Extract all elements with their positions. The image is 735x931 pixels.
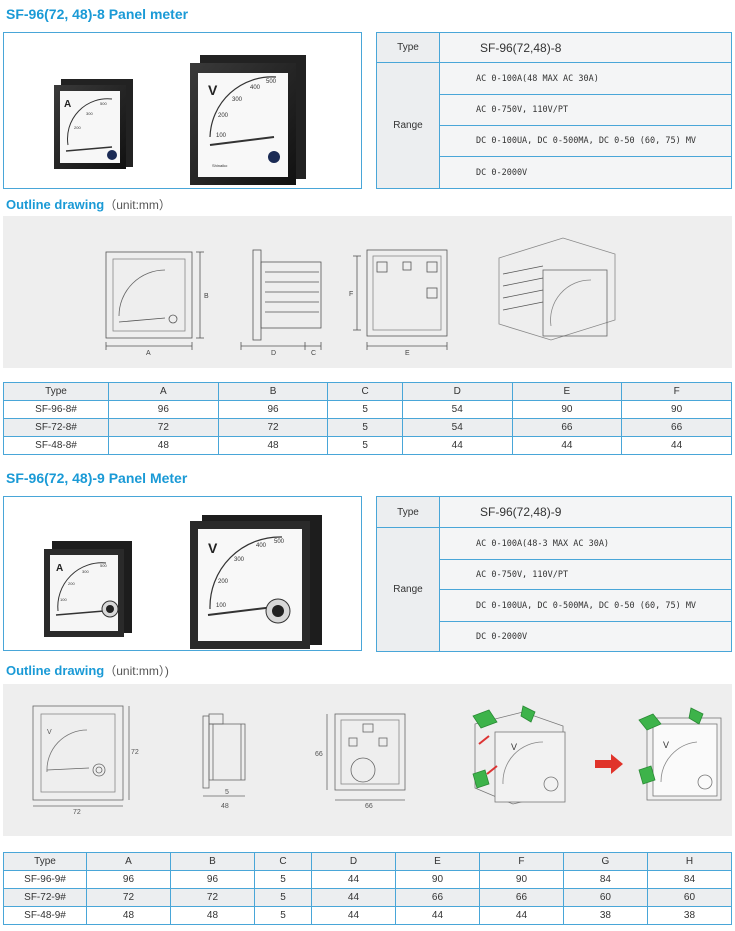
svg-text:66: 66: [315, 751, 323, 758]
meter-letter: V: [208, 82, 218, 98]
outline-drawing-9: V 72 72 5 48 66 66 V: [3, 684, 732, 836]
technical-drawing: A B D C E F: [105, 237, 616, 357]
outline-heading-8: Outline drawing（unit:mm）: [6, 197, 171, 212]
product-photo-9: A 100 200 300 500 V 100 200 300 400 500: [3, 496, 362, 651]
brand-text: Shinaiko: [212, 163, 228, 168]
svg-text:F: F: [349, 291, 353, 298]
spec-table-8: Type SF-96(72,48)-8 Range AC 0-100A(48 M…: [376, 32, 732, 189]
range-item: AC 0-100A(48 MAX AC 30A): [439, 62, 732, 95]
svg-text:5: 5: [225, 789, 229, 796]
svg-text:72: 72: [131, 749, 139, 756]
svg-text:400: 400: [250, 85, 261, 91]
svg-text:B: B: [204, 293, 209, 300]
svg-text:100: 100: [216, 133, 227, 139]
svg-text:300: 300: [234, 557, 245, 563]
technical-drawing: V 72 72 5 48 66 66 V: [32, 705, 722, 816]
section-title-9: SF-96(72, 48)-9 Panel Meter: [6, 470, 188, 486]
arrow-icon: [595, 754, 623, 774]
range-item: AC 0-100A(48-3 MAX AC 30A): [439, 527, 732, 560]
type-label: Type: [376, 32, 440, 63]
range-label: Range: [376, 62, 440, 189]
range-label: Range: [376, 527, 440, 652]
svg-text:66: 66: [365, 803, 373, 810]
table-header-row: Type A B C D E F G H: [3, 852, 733, 871]
svg-text:E: E: [405, 350, 410, 357]
table-header-row: Type A B C D E F: [3, 382, 732, 401]
svg-text:200: 200: [218, 579, 229, 585]
svg-text:72: 72: [73, 809, 81, 816]
dim-label: A: [146, 350, 151, 357]
large-voltmeter: V 100 200 300 400 500: [190, 515, 322, 649]
panel-meter-photo: A 200 300 500 V 100 200 300 400 500 Shin…: [54, 55, 306, 185]
type-value: SF-96(72,48)-9: [439, 496, 732, 528]
spec-table-9: Type SF-96(72,48)-9 Range AC 0-100A(48-3…: [376, 496, 732, 652]
svg-text:200: 200: [68, 581, 75, 586]
svg-text:V: V: [663, 740, 669, 750]
svg-text:500: 500: [266, 79, 277, 85]
range-item: DC 0-2000V: [439, 621, 732, 652]
small-ammeter: A 200 300 500: [54, 79, 133, 169]
range-item: AC 0-750V, 110V/PT: [439, 94, 732, 126]
outline-drawing-8: A B D C E F: [3, 216, 732, 368]
svg-text:500: 500: [274, 539, 285, 545]
svg-text:V: V: [511, 742, 517, 752]
svg-text:D: D: [271, 350, 276, 357]
svg-text:200: 200: [74, 125, 81, 130]
svg-text:100: 100: [60, 597, 67, 602]
range-item: DC 0-2000V: [439, 156, 732, 189]
svg-text:100: 100: [216, 603, 227, 609]
range-item: DC 0-100UA, DC 0-500MA, DC 0-50 (60, 75)…: [439, 125, 732, 157]
svg-text:300: 300: [232, 97, 243, 103]
section-title-8: SF-96(72, 48)-8 Panel meter: [6, 6, 189, 22]
range-item: DC 0-100UA, DC 0-500MA, DC 0-50 (60, 75)…: [439, 589, 732, 622]
svg-text:V: V: [47, 729, 52, 736]
svg-text:500: 500: [100, 101, 107, 106]
meter-letter: A: [64, 99, 71, 110]
type-value: SF-96(72,48)-8: [439, 32, 732, 63]
large-voltmeter: V 100 200 300 400 500 Shinaiko: [190, 55, 306, 185]
product-photo-8: A 200 300 500 V 100 200 300 400 500 Shin…: [3, 32, 362, 189]
range-item: AC 0-750V, 110V/PT: [439, 559, 732, 590]
svg-text:400: 400: [256, 543, 267, 549]
svg-text:500: 500: [100, 563, 107, 568]
svg-text:300: 300: [82, 569, 89, 574]
svg-text:48: 48: [221, 803, 229, 810]
outline-heading-9: Outline drawing（unit:mm）): [6, 663, 169, 678]
svg-text:200: 200: [218, 113, 229, 119]
svg-text:A: A: [56, 563, 63, 574]
type-label: Type: [376, 496, 440, 528]
small-ammeter: A 100 200 300 500: [44, 541, 132, 637]
svg-text:C: C: [311, 350, 316, 357]
svg-text:300: 300: [86, 111, 93, 116]
svg-text:V: V: [208, 540, 218, 556]
panel-meter-photo: A 100 200 300 500 V 100 200 300 400 500: [44, 515, 322, 649]
